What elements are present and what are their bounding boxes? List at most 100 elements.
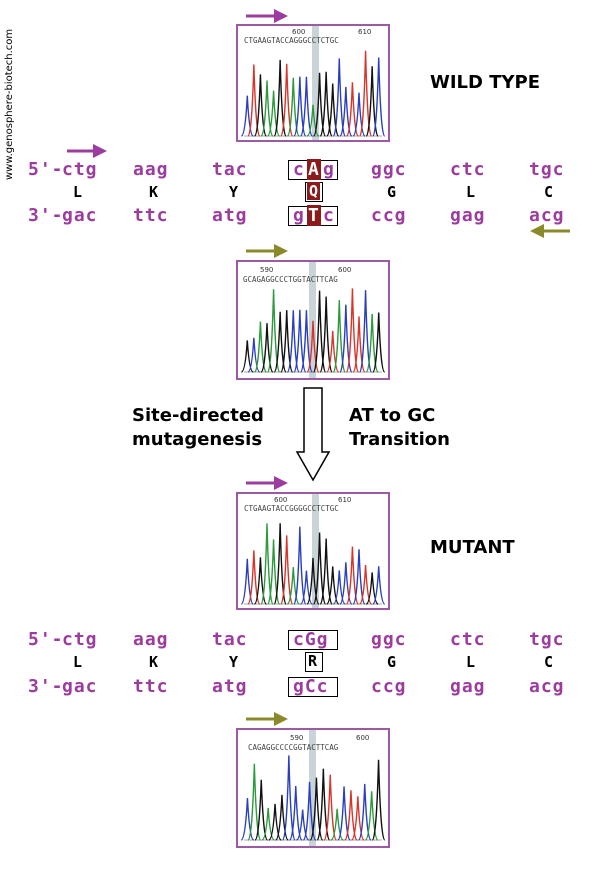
- chromatogram-peak: [240, 798, 255, 841]
- chromatogram-peak: [372, 566, 385, 605]
- wt-top-codon-7: tgc: [529, 159, 565, 180]
- chromatogram-peak: [351, 796, 365, 841]
- mut-aa-6: L: [466, 653, 476, 671]
- chromatogram-peak: [293, 76, 307, 137]
- chromatogram-peak: [266, 90, 281, 137]
- chromatogram-peak: [339, 86, 353, 137]
- chromatogram-peak: [359, 564, 372, 605]
- mutant-label: MUTANT: [430, 537, 515, 558]
- mut-bot-mutation-box: gCc: [288, 676, 338, 697]
- wt-top-mutation-box: c A g: [288, 159, 338, 180]
- mut-bottom-peaks: [240, 755, 386, 841]
- chromatogram-peak: [365, 572, 379, 605]
- chromatogram-peak: [260, 80, 274, 137]
- chromatogram-peak: [260, 323, 274, 373]
- wt-top-codon-6: ctc: [450, 159, 486, 180]
- wt-top-codon-5: ggc: [371, 159, 407, 180]
- wild-type-label: WILD TYPE: [430, 72, 541, 93]
- chromatogram-peak: [358, 290, 373, 373]
- chromatogram-peak: [365, 66, 379, 137]
- wt-bot-mut-T: T: [307, 205, 321, 226]
- chromatogram-peak: [286, 77, 300, 137]
- mut-top-codon-6: ctc: [450, 629, 486, 650]
- wt-bot-codon-6: gag: [450, 205, 486, 226]
- chromatogram-peak: [337, 786, 351, 841]
- chromatogram-peak: [253, 74, 268, 137]
- wt-bot-codon-7: acg: [529, 205, 565, 226]
- chromatogram-peak: [273, 59, 287, 137]
- mut-bot-codon-6: gag: [450, 676, 486, 697]
- wt-bot-prefix: 3'-: [28, 205, 64, 226]
- mut-aa-mutation-box: R: [305, 652, 323, 672]
- chromatogram-peak: [300, 570, 313, 605]
- chromatogram-peak: [273, 523, 287, 605]
- chromatogram-peak: [358, 50, 373, 137]
- chromatogram-peak: [371, 759, 386, 841]
- chromatogram-peak: [333, 570, 346, 605]
- mut-top-tick-left: 600: [274, 496, 287, 504]
- mut-top-tick-right: 610: [338, 496, 351, 504]
- wt-bottom-chromatogram: 590 600 GCAGAGGCCCTGGTACTTCAG: [236, 260, 390, 380]
- chromatogram-peak: [312, 72, 327, 137]
- wt-bottom-tick-right: 600: [338, 266, 351, 274]
- mut-top-codon-7: tgc: [529, 629, 565, 650]
- chromatogram-peak: [266, 289, 281, 373]
- wt-bot-codon-1: gac: [62, 205, 98, 226]
- chromatogram-peak: [364, 791, 379, 841]
- mut-aa-7: C: [544, 653, 554, 671]
- chromatogram-peak: [296, 809, 310, 841]
- mut-top-trace-svg: 600 610 CTGAAGTACCGGGGCCTCTGC: [240, 494, 385, 608]
- wt-top-peaks: [240, 50, 386, 137]
- wt-top-prefix: 5'-: [28, 159, 64, 180]
- chromatogram-peak: [339, 562, 353, 605]
- wt-top-mut-g: g: [323, 159, 335, 180]
- mut-bot-prefix: 3'-: [28, 676, 64, 697]
- wt-aa-5: G: [387, 183, 397, 201]
- wt-top-tick-right: 610: [358, 28, 371, 36]
- chromatogram-peak: [260, 523, 274, 605]
- chromatogram-peak: [280, 63, 294, 137]
- wt-top-tick-left: 600: [292, 28, 305, 36]
- chromatogram-peak: [372, 57, 386, 137]
- wt-bottom-primer-arrow: [246, 242, 288, 260]
- chromatogram-peak: [352, 92, 366, 137]
- chromatogram-peak: [332, 300, 346, 373]
- mut-bot-codon-2: ttc: [133, 676, 169, 697]
- transition-line1: AT to GC: [349, 405, 436, 426]
- mut-top-codon-1: ctg: [62, 629, 98, 650]
- reverse-primer-arrow: [530, 222, 570, 240]
- wt-aa-6: L: [466, 183, 476, 201]
- chromatogram-peak: [273, 311, 287, 373]
- chromatogram-peak: [241, 340, 254, 373]
- mut-bot-codon-7: acg: [529, 676, 565, 697]
- chromatogram-peak: [261, 807, 275, 841]
- mut-aa-5: G: [387, 653, 397, 671]
- mut-top-mutation-box: cGg: [288, 629, 338, 650]
- mutant-bottom-primer-arrow: [246, 710, 288, 728]
- chromatogram-peak: [316, 768, 331, 841]
- wt-top-mut-A: A: [307, 159, 321, 180]
- chromatogram-peak: [280, 310, 294, 373]
- chromatogram-peak: [345, 288, 360, 373]
- mut-top-codon-5: ggc: [371, 629, 407, 650]
- wt-5prime-primer-arrow: [67, 142, 107, 160]
- chromatogram-peak: [312, 290, 327, 373]
- chromatogram-peak: [326, 83, 340, 137]
- wt-bot-mut-c: c: [323, 205, 335, 226]
- watermark-text: www.genosphere-biotech.com: [4, 28, 15, 180]
- wt-top-codon-3: tac: [212, 159, 248, 180]
- chromatogram-peak: [299, 310, 314, 373]
- transition-label: AT to GC Transition: [349, 404, 450, 452]
- chromatogram-peak: [330, 808, 344, 841]
- down-arrow-icon: [294, 386, 332, 486]
- wt-top-mut-c: c: [293, 159, 305, 180]
- chromatogram-peak: [344, 790, 358, 841]
- chromatogram-peak: [253, 321, 268, 373]
- mut-top-mut-codon: cGg: [293, 629, 329, 650]
- wt-bot-codon-3: atg: [212, 205, 248, 226]
- wt-bot-codon-2: ttc: [133, 205, 169, 226]
- mutant-forward-primer-arrow: [246, 474, 288, 492]
- site-directed-label: Site-directed mutagenesis: [132, 404, 264, 452]
- chromatogram-peak: [352, 549, 366, 605]
- mut-bottom-chromatogram: 590 600 CAGAGGCCCCGGTACTTCAG: [236, 728, 390, 848]
